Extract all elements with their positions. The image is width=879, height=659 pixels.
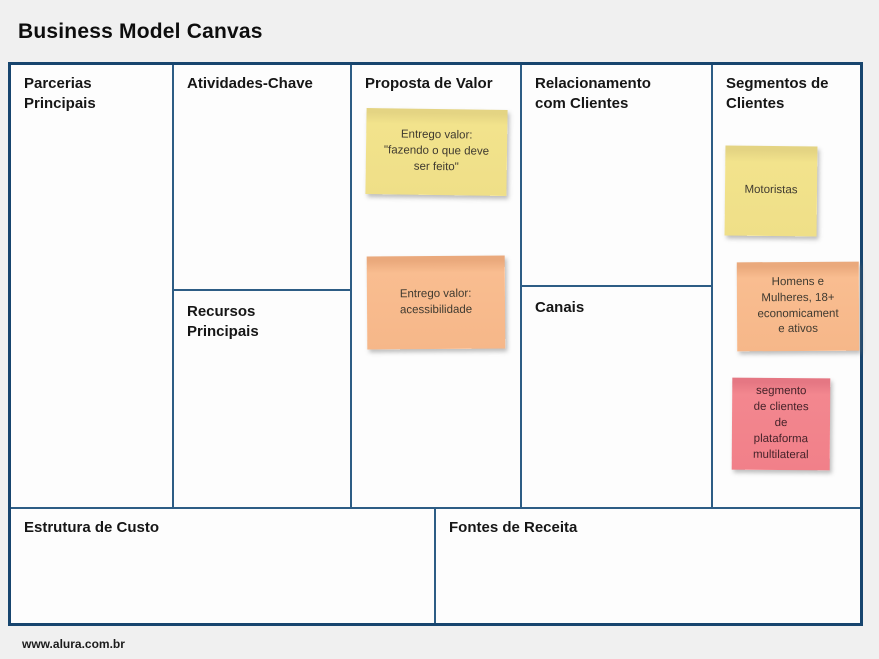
- sticky-note-entrego-valor-acessibilidade: Entrego valor: acessibilidade: [366, 255, 506, 350]
- section-estrutura-de-custo: Estrutura de Custo: [11, 507, 436, 623]
- section-parcerias-principais: Parcerias Principais: [11, 65, 174, 507]
- sticky-note-segmento-plataforma: segmento de clientes de plataforma multi…: [731, 377, 831, 471]
- section-segmentos-de-clientes: Segmentos de Clientes: [713, 65, 860, 507]
- section-fontes-de-receita: Fontes de Receita: [436, 507, 860, 623]
- sticky-note-homens-mulheres: Homens e Mulheres, 18+ economicament e a…: [736, 261, 860, 352]
- section-relacionamento-com-clientes: Relacionamento com Clientes: [522, 65, 713, 287]
- footer-url: www.alura.com.br: [22, 637, 125, 651]
- section-proposta-de-valor: Proposta de Valor: [352, 65, 522, 507]
- section-canais: Canais: [522, 287, 713, 507]
- section-label-segmentos: Segmentos de Clientes: [726, 75, 829, 112]
- section-label-atividades: Atividades-Chave: [187, 75, 313, 92]
- section-label-proposta: Proposta de Valor: [365, 75, 493, 92]
- section-label-fontes: Fontes de Receita: [449, 519, 578, 536]
- page-title: Business Model Canvas: [18, 20, 263, 43]
- section-label-parcerias: Parcerias Principais: [24, 75, 96, 112]
- section-label-relacionamento: Relacionamento com Clientes: [535, 75, 651, 112]
- section-recursos-principais: Recursos Principais: [174, 291, 352, 507]
- business-model-canvas: Parcerias Principais Atividades-Chave Re…: [8, 62, 863, 626]
- sticky-note-entrego-valor-feito: Entrego valor: "fazendo o que deve ser f…: [365, 108, 508, 196]
- sticky-note-motoristas: Motoristas: [724, 145, 818, 237]
- section-label-recursos: Recursos Principais: [187, 303, 259, 340]
- section-atividades-chave: Atividades-Chave: [174, 65, 352, 291]
- section-label-estrutura: Estrutura de Custo: [24, 519, 160, 536]
- section-label-canais: Canais: [535, 299, 585, 316]
